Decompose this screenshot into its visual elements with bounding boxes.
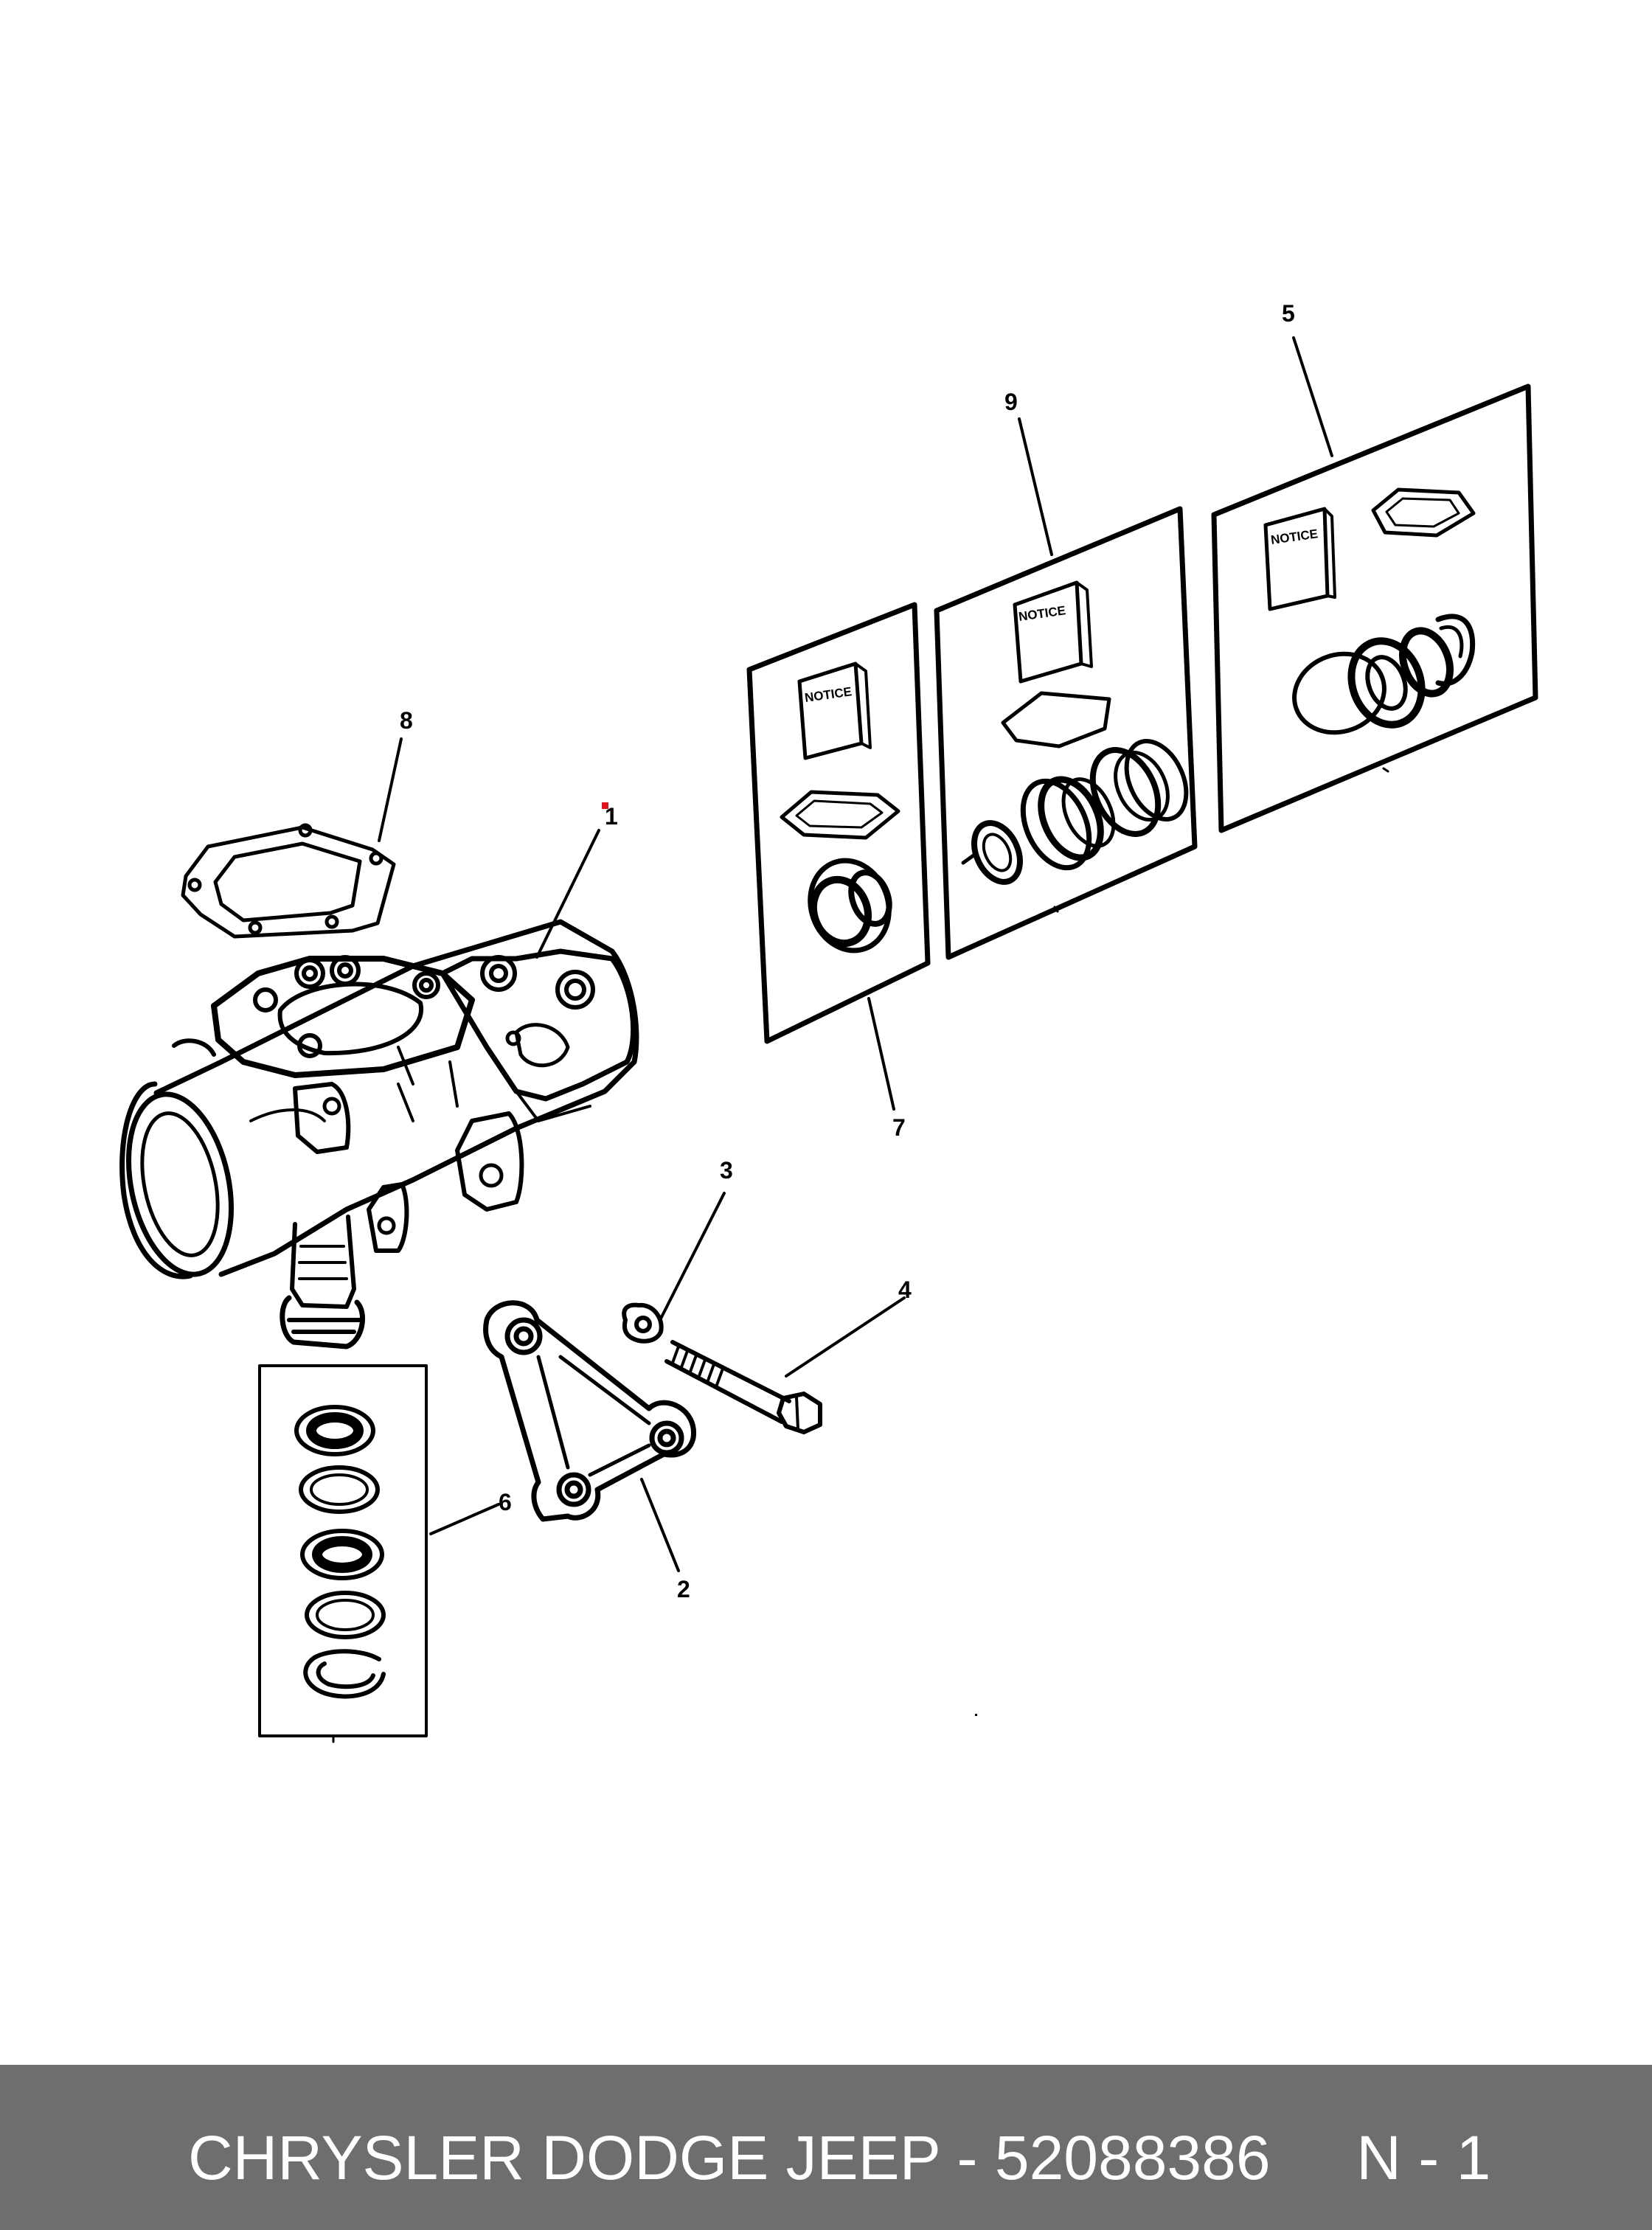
part-9-seal-kit	[934, 506, 1198, 960]
callout-numbers: 1 2 3 4 5 6 7 8 9	[400, 300, 1295, 1602]
footer-bar: CHRYSLER DODGE JEEP - 52088386 N - 1	[0, 2065, 1652, 2230]
callout-8: 8	[400, 707, 413, 734]
red-marker	[602, 802, 608, 809]
part-5-seal-kit	[1211, 383, 1538, 833]
part-7-seal-kit	[746, 602, 931, 1044]
callout-2: 2	[677, 1576, 690, 1602]
callout-7: 7	[892, 1114, 906, 1141]
notice-label-5: NOTICE	[1270, 527, 1319, 547]
part-1-steering-gear-housing	[119, 919, 639, 1350]
callout-3: 3	[720, 1157, 733, 1184]
callout-6: 6	[499, 1489, 512, 1515]
part-6-seal-kit	[258, 1364, 428, 1743]
leader-line-7	[867, 997, 895, 1111]
leader-line-3	[659, 1192, 726, 1320]
leader-line-4	[785, 1296, 906, 1378]
callout-5: 5	[1282, 300, 1295, 327]
part-3-washer	[622, 1302, 664, 1344]
leader-line-1	[535, 829, 600, 959]
leader-lines	[378, 336, 1333, 1572]
exploded-parts-diagram: NOTICE NOTICE NOTICE 1 2 3 4 5 6 7 8 9	[119, 300, 1538, 1743]
speck	[975, 1714, 977, 1716]
part-2-brace	[483, 1300, 696, 1522]
callout-4: 4	[898, 1276, 912, 1303]
part-8-gasket	[181, 823, 396, 939]
notice-label-9: NOTICE	[1018, 603, 1066, 624]
callout-9: 9	[1004, 389, 1018, 415]
leader-line-8	[378, 737, 403, 842]
notice-label-7: NOTICE	[804, 684, 853, 705]
leader-line-6	[429, 1503, 500, 1535]
leader-line-2	[640, 1478, 680, 1572]
leader-line-5	[1292, 336, 1333, 457]
footer-caption: CHRYSLER DODGE JEEP - 52088386 N - 1	[188, 2123, 1491, 2192]
callout-1: 1	[605, 803, 618, 830]
leader-line-9	[1018, 417, 1053, 556]
part-4-bolt	[664, 1340, 822, 1434]
